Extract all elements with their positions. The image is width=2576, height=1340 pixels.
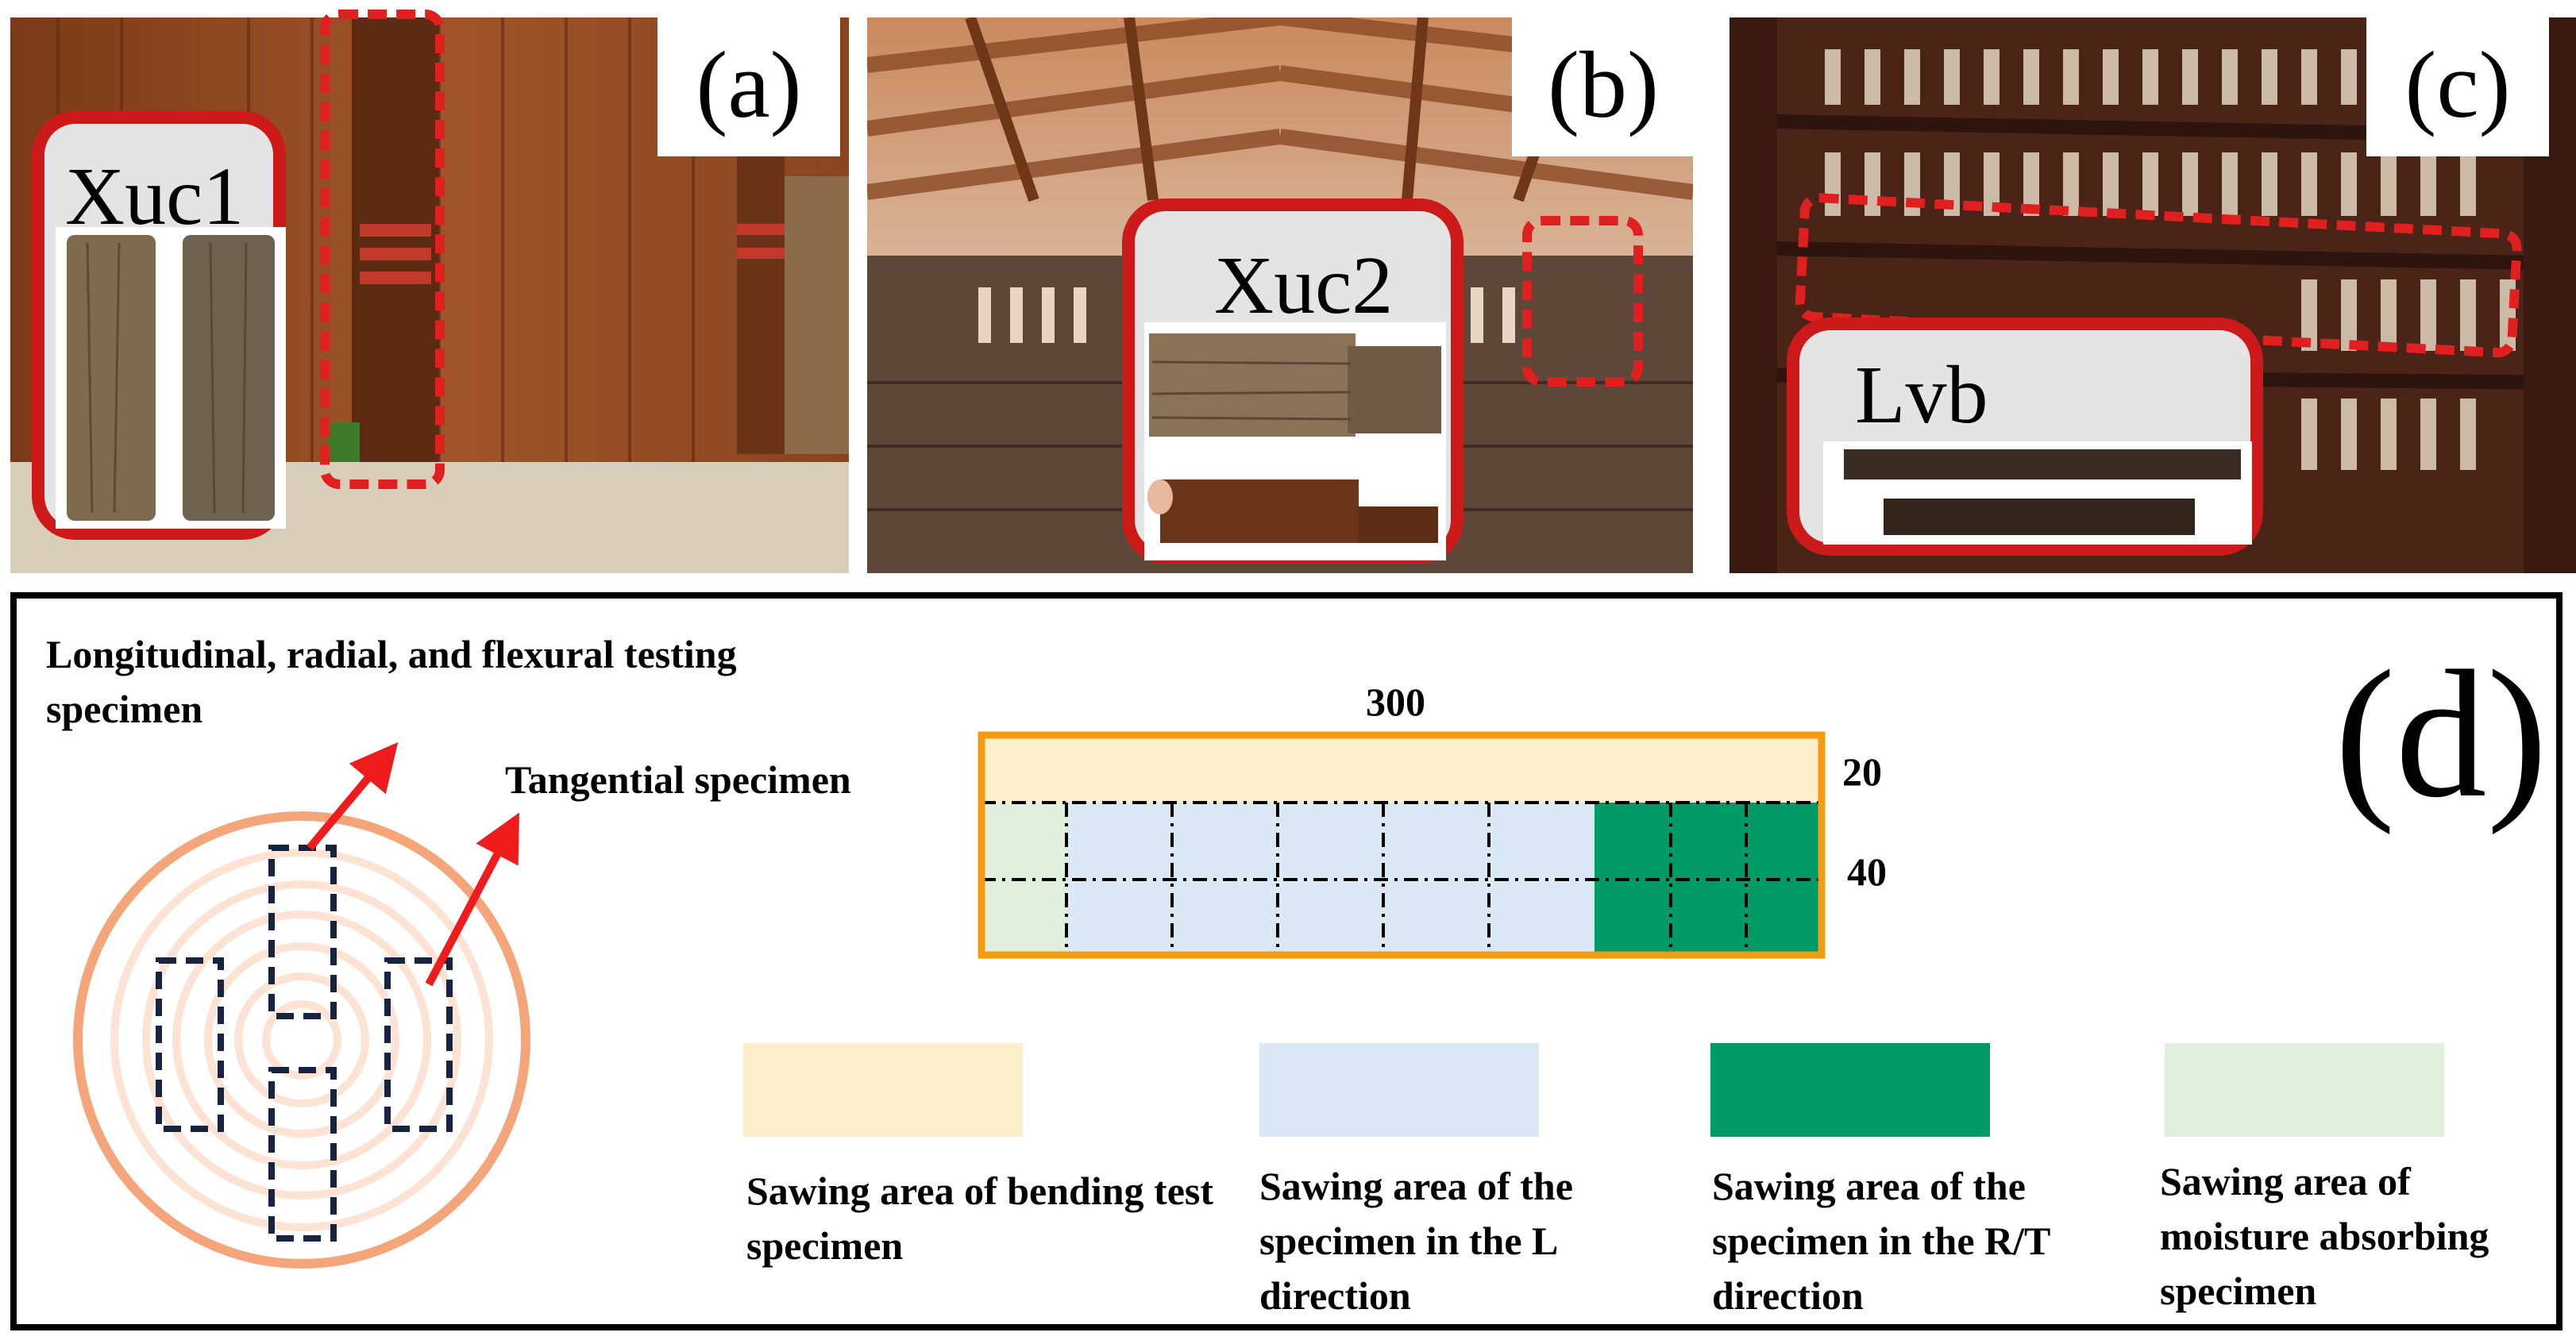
length-dimension: 300 [1366, 680, 1425, 724]
lvb-specimen-images [1823, 441, 2252, 545]
longitudinal-specimen-label: Longitudinal, radial, and flexural testi… [46, 632, 737, 731]
top-band-dimension: 20 [1842, 749, 1882, 794]
legend-label-l-direction: Sawing area of the specimen in the L dir… [1259, 1164, 1573, 1318]
legend-label-rt-direction: Sawing area of the specimen in the R/T d… [1712, 1164, 2050, 1318]
panel-a-inset: Xuc1 [32, 111, 286, 540]
lower-band-dimension: 40 [1847, 849, 1887, 894]
legend-swatch-rt-direction [1710, 1043, 1990, 1137]
xuc2-specimen-images [1144, 322, 1446, 560]
outer-ring [73, 811, 530, 1269]
longitudinal-specimen-outline [268, 1067, 337, 1242]
board-outline [978, 731, 1826, 959]
panel-c-inset: Lvb [1787, 318, 2263, 556]
panel-b-rafter-marker [1522, 216, 1643, 387]
tangential-specimen-outline [384, 957, 453, 1132]
growth-ring [234, 972, 369, 1107]
legend-label-moisture: Sawing area of moisture absorbing specim… [2160, 1159, 2489, 1313]
growth-ring [110, 849, 493, 1231]
panel-c-sample-name: Lvb [1855, 349, 1988, 441]
tangential-arrow [425, 812, 519, 987]
longitudinal-arrow [307, 741, 399, 851]
panel-b-sample-name: Xuc2 [1214, 240, 1394, 331]
bending-specimen-area [981, 735, 1822, 803]
panel-a-label: (a) [657, 17, 840, 156]
growth-ring [204, 942, 399, 1138]
growth-ring [172, 911, 431, 1169]
longitudinal-specimen-outline [268, 845, 337, 1019]
panel-d-label: (d) [2335, 633, 2548, 835]
panel-d-frame [10, 592, 2563, 1330]
panel-a-column-marker [320, 10, 445, 489]
legend-swatch-bending [743, 1043, 1023, 1137]
panel-c-label: (c) [2366, 17, 2549, 156]
log-cross-section [73, 741, 530, 1269]
growth-ring [142, 880, 461, 1199]
legend-label-bending: Sawing area of bending test specimen [746, 1169, 1214, 1268]
growth-ring [262, 1000, 341, 1080]
panel-a-sample-name: Xuc1 [65, 151, 245, 242]
sawing-plan-board [978, 731, 1826, 959]
tangential-specimen-label: Tangential specimen [505, 757, 851, 802]
legend-swatch-l-direction [1259, 1043, 1539, 1137]
panel-b-label: (b) [1512, 17, 1693, 156]
panel-b-inset: Xuc2 [1122, 198, 1463, 564]
tangential-specimen-outline [156, 957, 224, 1132]
legend-swatch-moisture [2165, 1043, 2444, 1137]
xuc1-specimen-images [56, 227, 286, 529]
